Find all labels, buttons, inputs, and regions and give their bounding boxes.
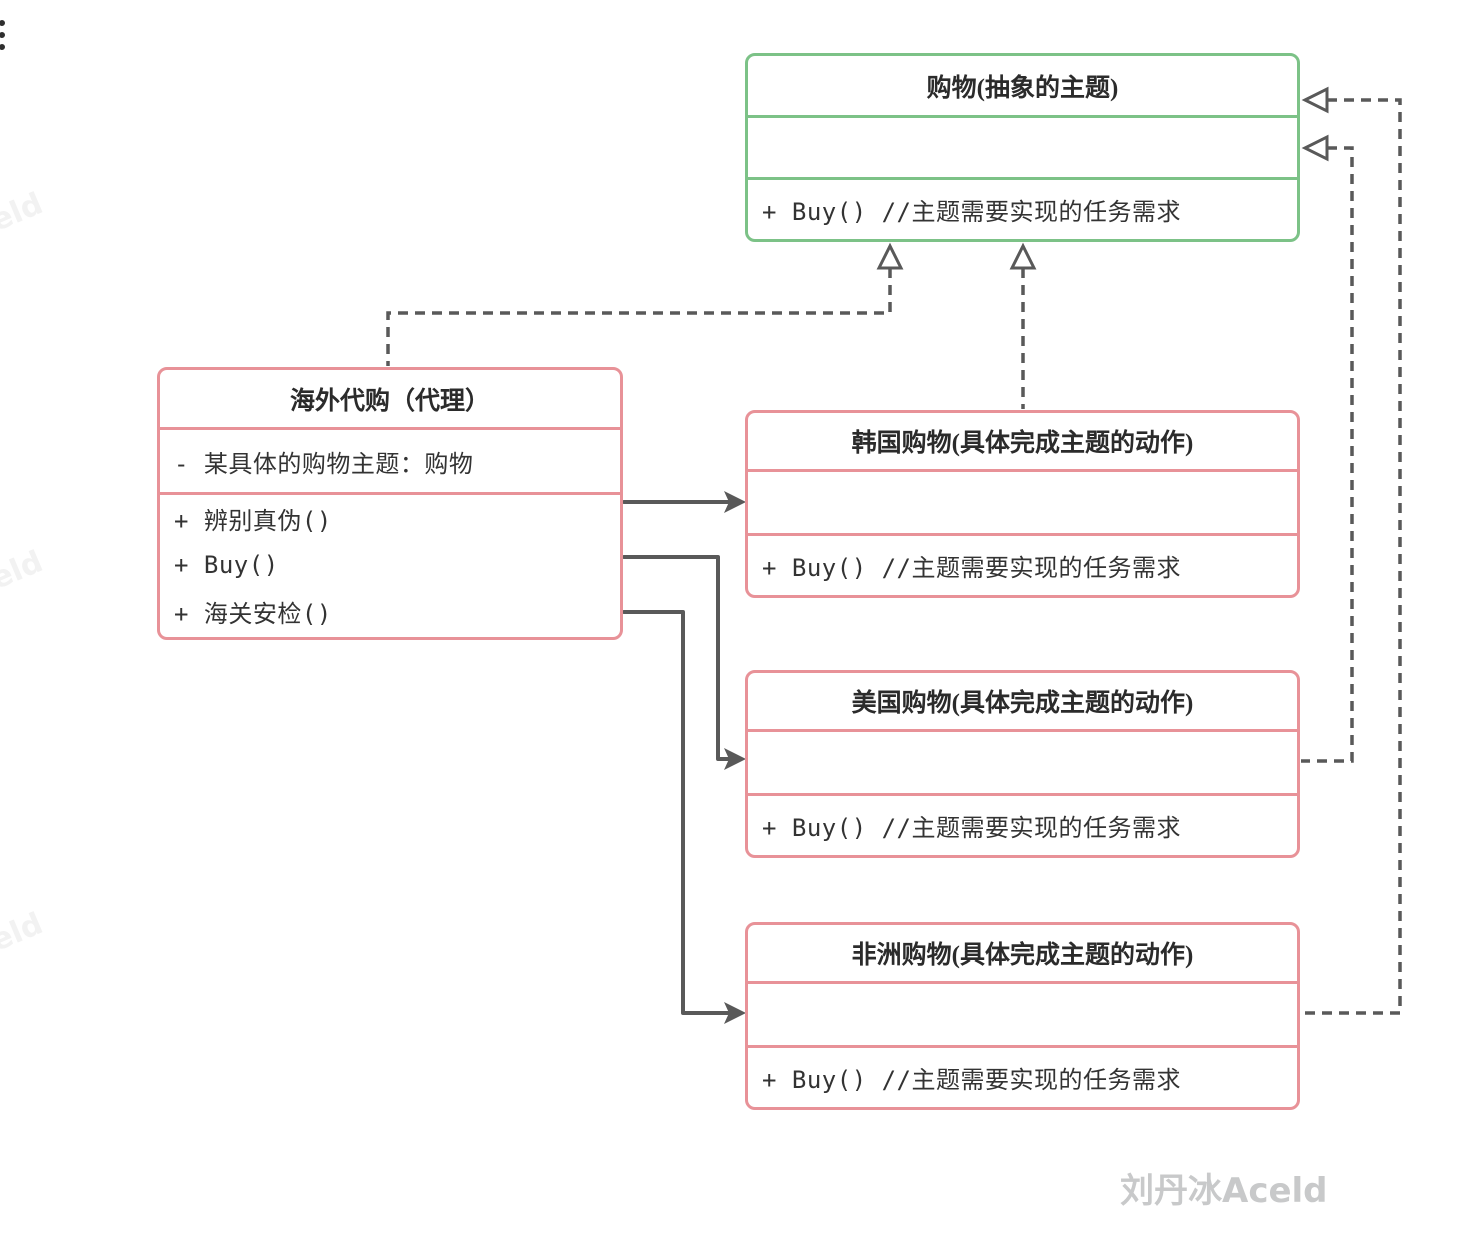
- class-methods: + 辨别真伪() + Buy() + 海关安检(): [160, 495, 620, 637]
- class-methods: + Buy() //主题需要实现的任务需求: [748, 1048, 1297, 1107]
- method-line: + Buy() //主题需要实现的任务需求: [762, 554, 1181, 582]
- arrowhead-right-icon: [724, 491, 746, 513]
- class-attributes-empty: [748, 729, 1297, 796]
- arrowhead-right-icon: [724, 1002, 746, 1024]
- hollow-triangle-left-icon: [1301, 86, 1329, 114]
- hollow-triangle-left-icon: [1301, 134, 1329, 162]
- kebab-menu-icon[interactable]: [0, 20, 7, 50]
- method-line: + Buy() //主题需要实现的任务需求: [762, 814, 1181, 842]
- class-node-korea[interactable]: 韩国购物(具体完成主题的动作) + Buy() //主题需要实现的任务需求: [745, 410, 1300, 598]
- method-line: + Buy() //主题需要实现的任务需求: [762, 198, 1181, 226]
- class-attributes-empty: [748, 115, 1297, 180]
- edge-africa-to-abstract[interactable]: [1301, 86, 1402, 1015]
- signature-watermark: 刘丹冰Aceld: [1120, 1171, 1328, 1211]
- hollow-triangle-up-icon: [876, 242, 904, 270]
- class-attributes: - 某具体的购物主题：购物: [160, 427, 620, 495]
- class-title: 海外代购（代理）: [289, 387, 490, 415]
- edge-usa-to-abstract[interactable]: [1301, 134, 1354, 763]
- edge-proxy-to-usa[interactable]: [622, 555, 746, 770]
- class-attributes-empty: [748, 469, 1297, 536]
- hollow-triangle-up-icon: [1009, 242, 1037, 270]
- edge-korea-to-abstract[interactable]: [1009, 242, 1037, 409]
- class-node-africa[interactable]: 非洲购物(具体完成主题的动作) + Buy() //主题需要实现的任务需求: [745, 922, 1300, 1110]
- class-methods: + Buy() //主题需要实现的任务需求: [748, 796, 1297, 855]
- class-node-usa[interactable]: 美国购物(具体完成主题的动作) + Buy() //主题需要实现的任务需求: [745, 670, 1300, 858]
- class-methods: + Buy() //主题需要实现的任务需求: [748, 536, 1297, 595]
- attribute-line: - 某具体的购物主题：购物: [174, 449, 474, 478]
- class-node-proxy[interactable]: 海外代购（代理） - 某具体的购物主题：购物 + 辨别真伪() + Buy() …: [157, 367, 623, 640]
- class-title: 非洲购物(具体完成主题的动作): [851, 942, 1194, 969]
- class-title: 韩国购物(具体完成主题的动作): [851, 430, 1194, 457]
- edge-proxy-to-abstract[interactable]: [386, 242, 904, 366]
- class-attributes-empty: [748, 981, 1297, 1048]
- class-node-abstract-subject[interactable]: 购物(抽象的主题) + Buy() //主题需要实现的任务需求: [745, 53, 1300, 242]
- method-line: + Buy() //主题需要实现的任务需求: [762, 1066, 1181, 1094]
- edge-proxy-to-africa[interactable]: [622, 610, 746, 1024]
- method-line: + 海关安检(): [174, 600, 332, 628]
- class-methods: + Buy() //主题需要实现的任务需求: [748, 180, 1297, 239]
- class-title: 购物(抽象的主题): [926, 74, 1119, 102]
- edge-proxy-to-korea[interactable]: [622, 491, 746, 513]
- class-title: 美国购物(具体完成主题的动作): [851, 690, 1194, 717]
- method-line: + 辨别真伪(): [174, 507, 332, 535]
- method-line: + Buy(): [174, 551, 279, 579]
- arrowhead-right-icon: [724, 748, 746, 770]
